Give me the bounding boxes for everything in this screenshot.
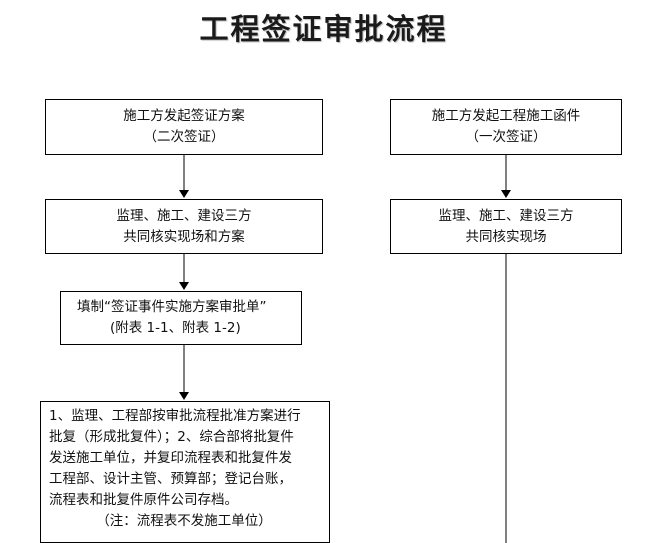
left-step-2-box: 监理、施工、建设三方 共同核实现场和方案 <box>45 199 323 254</box>
left-step-4-box: 1、监理、工程部按审批流程批准方案进行 批复（形成批复件）；2、综合部将批复件 … <box>40 401 330 543</box>
right-step-2-line-2: 共同核实现场 <box>465 228 547 245</box>
left-step-4-line-3: 发送施工单位，并复印流程表和批复件发 <box>49 450 292 466</box>
page-title: 工程签证审批流程 <box>199 12 448 46</box>
left-step-4-line-2: 批复（形成批复件）；2、综合部将批复件 <box>49 429 294 445</box>
left-step-1-line-1: 施工方发起签证方案 <box>123 108 245 124</box>
left-step-1-line-2: （二次签证） <box>143 129 225 145</box>
left-step-2-line-1: 监理、施工、建设三方 <box>116 207 252 224</box>
left-step-3-line-2: (附表 1-1、附表 1-2) <box>110 320 241 336</box>
right-step-1-box: 施工方发起工程施工函件 （一次签证） <box>390 99 622 155</box>
left-step-4-line-1: 1、监理、工程部按审批流程批准方案进行 <box>49 408 301 424</box>
right-step-1-line-1: 施工方发起工程施工函件 <box>431 108 581 124</box>
left-step-4-line-5: 流程表和批复件原件公司存档。 <box>49 492 238 508</box>
right-step-1-line-2: （一次签证） <box>465 129 547 145</box>
left-step-2-line-2: 共同核实现场和方案 <box>123 228 245 245</box>
left-step-4-note: （注：流程表不发施工单位） <box>96 513 272 529</box>
left-step-3-line-1: 填制“签证事件实施方案审批单” <box>77 299 267 315</box>
left-step-4-line-4: 工程部、设计主管、预算部；登记台账， <box>49 471 292 487</box>
right-step-2-box: 监理、施工、建设三方 共同核实现场 <box>390 199 622 254</box>
left-step-1-box: 施工方发起签证方案 （二次签证） <box>45 99 323 155</box>
right-step-2-line-1: 监理、施工、建设三方 <box>438 207 574 224</box>
left-step-3-box: 填制“签证事件实施方案审批单” (附表 1-1、附表 1-2) <box>60 291 302 345</box>
